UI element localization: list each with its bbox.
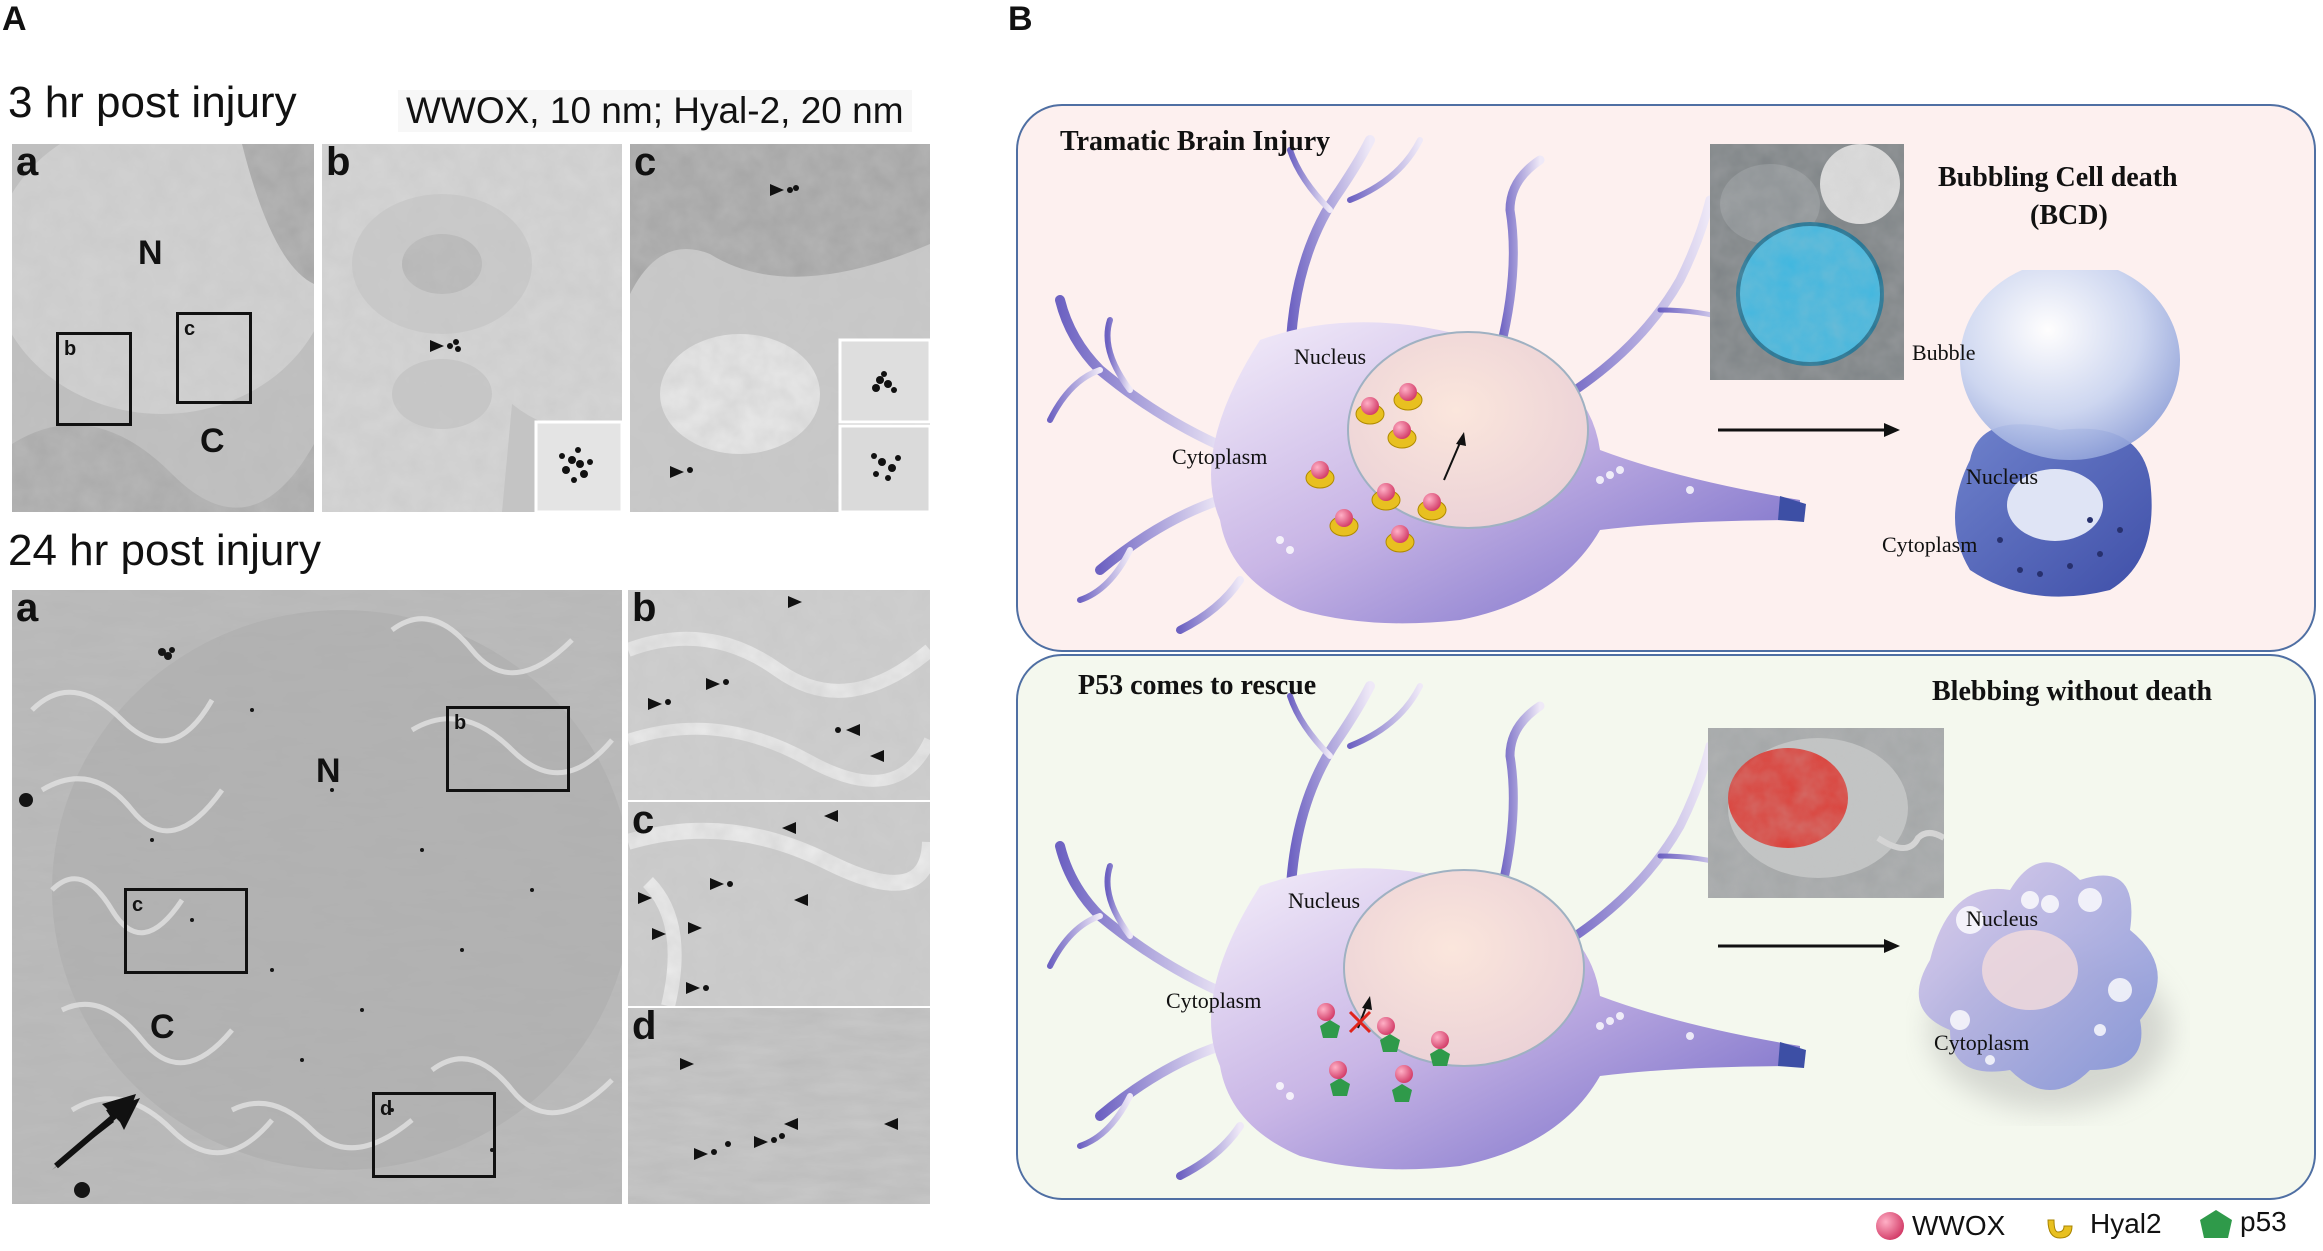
inset-box-c-3hr xyxy=(176,312,252,404)
top-timepoint-title: 3 hr post injury xyxy=(8,78,297,127)
bubble-label: Bubble xyxy=(1912,340,1976,365)
bcd-title-line-1: Bubbling Cell death xyxy=(1938,162,2178,193)
p53-transition-arrow xyxy=(1718,939,1900,953)
em-24hr-a-label: a xyxy=(16,586,39,630)
em-24hr-panel-b xyxy=(626,588,932,802)
p53-legend-icon xyxy=(2200,1210,2232,1238)
bcd-title-line-2: (BCD) xyxy=(2030,200,2108,231)
em-3hr-panel-c xyxy=(628,142,932,514)
bcd-microscopy-photo xyxy=(1710,144,1904,380)
inset-box-d-24hr-label: d xyxy=(380,1098,393,1120)
wwox-legend-icon xyxy=(1876,1212,1904,1240)
em-24hr-c-label: c xyxy=(632,798,655,842)
em-3hr-c-label: c xyxy=(634,140,657,184)
tbi-molecules xyxy=(1305,383,1447,553)
inset-box-b-24hr-label: b xyxy=(454,712,467,734)
tbi-nucleus-label: Nucleus xyxy=(1294,344,1367,369)
em-3hr-panel-b xyxy=(320,142,624,514)
tbi-card-title: Tramatic Brain Injury xyxy=(1060,126,1331,157)
em-24hr-panel-c xyxy=(626,800,932,1008)
nucleus-label-3hr: N xyxy=(138,234,163,272)
panel-b-letter: B xyxy=(1008,0,1033,38)
hyal2-legend-label: Hyal2 xyxy=(2090,1208,2162,1239)
blebbing-cell-illustration xyxy=(1918,862,2170,1110)
em-3hr-b-label: b xyxy=(326,140,351,184)
inset-box-c-24hr xyxy=(124,888,248,974)
molecule-legend: WWOX Hyal2 p53 xyxy=(1872,1206,2312,1246)
stain-legend: WWOX, 10 nm; Hyal-2, 20 nm xyxy=(398,90,912,132)
bleb-nucleus-label: Nucleus xyxy=(1966,906,2039,931)
blebbing-title: Blebbing without death xyxy=(1932,676,2213,707)
bcd-cytoplasm-label: Cytoplasm xyxy=(1882,532,1978,557)
inset-box-b-24hr xyxy=(446,706,570,792)
em-24hr-b-label: b xyxy=(632,586,657,630)
nucleus-label-24hr: N xyxy=(316,752,341,790)
p53-nucleus-label: Nucleus xyxy=(1288,888,1361,913)
p53-molecules xyxy=(1317,1003,1450,1102)
tbi-transition-arrow xyxy=(1718,423,1900,437)
bcd-nucleus-label: Nucleus xyxy=(1966,464,2039,489)
em-24hr-panel-d xyxy=(626,1006,932,1206)
hyal2-legend-icon xyxy=(2047,1219,2073,1239)
inset-box-c-3hr-label: c xyxy=(184,318,196,340)
blebbing-microscopy-photo xyxy=(1708,728,1944,898)
bottom-timepoint-title: 24 hr post injury xyxy=(8,526,322,575)
em-24hr-panel-a xyxy=(10,588,624,1206)
p53-legend-label: p53 xyxy=(2240,1206,2287,1237)
tbi-cytoplasm-label: Cytoplasm xyxy=(1172,444,1268,469)
p53-cytoplasm-label: Cytoplasm xyxy=(1166,988,1262,1013)
inset-box-c-24hr-label: c xyxy=(132,894,144,916)
em-3hr-a-label: a xyxy=(16,140,39,184)
cytoplasm-label-24hr: C xyxy=(150,1008,175,1046)
cytoplasm-label-3hr: C xyxy=(200,422,225,460)
panel-a-letter: A xyxy=(2,0,27,38)
bcd-cell-illustration xyxy=(1955,270,2180,597)
inset-box-b-3hr-label: b xyxy=(64,338,77,360)
em-3hr-panel-a xyxy=(10,142,316,514)
em-24hr-d-label: d xyxy=(632,1004,657,1048)
bleb-cytoplasm-label: Cytoplasm xyxy=(1934,1030,2030,1055)
tbi-neuron-illustration xyxy=(1047,135,1806,634)
wwox-legend-label: WWOX xyxy=(1912,1210,2006,1241)
p53-card-title: P53 comes to rescue xyxy=(1078,670,1317,701)
inset-box-b-3hr xyxy=(56,332,132,426)
p53-neuron-illustration xyxy=(1047,681,1806,1180)
inset-box-d-24hr xyxy=(372,1092,496,1178)
